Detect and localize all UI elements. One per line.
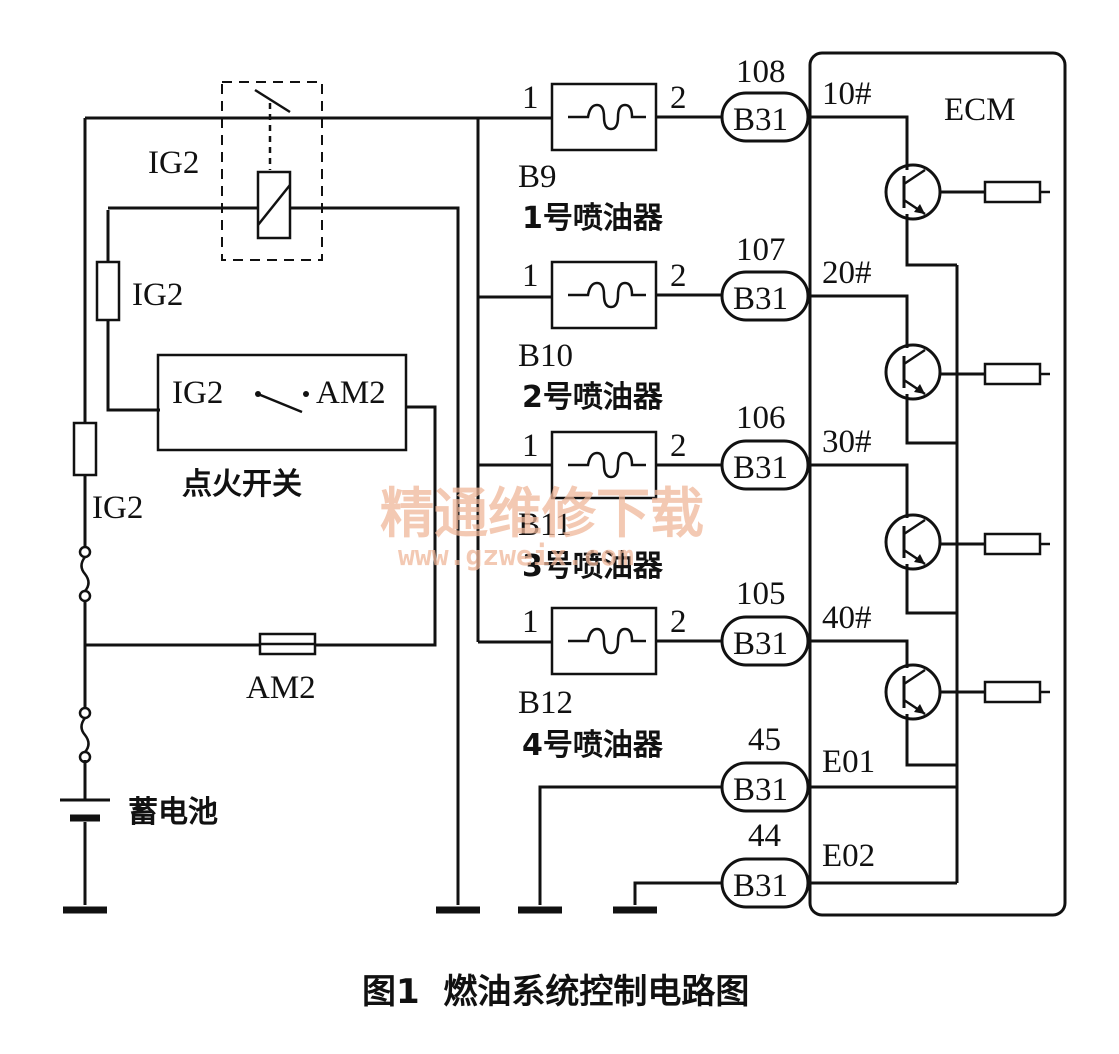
injector-4: 1 2 B12 4号喷油器 [518, 604, 722, 763]
main-fuse-lower [78, 706, 92, 764]
connector-108: B31 108 [720, 54, 810, 143]
connector-term: 105 [736, 576, 786, 612]
driver-transistor-4 [808, 639, 1050, 767]
injector-name: 1号喷油器 [522, 201, 664, 236]
ecm-module: ECM 10# 20# 30# 40# E01 E02 [808, 51, 1067, 917]
connector-44: B31 44 [633, 818, 810, 909]
watermark-text: 精通维修下载 [380, 482, 704, 545]
driver-transistor-3 [808, 463, 1050, 615]
ig2-fuse [95, 260, 121, 322]
connector-label: B31 [733, 102, 788, 138]
injector-code: B12 [518, 685, 573, 721]
ecm-pin-label: 30# [822, 424, 872, 460]
ecm-pin-label: E02 [822, 838, 875, 874]
injector-bus [476, 116, 552, 644]
injector-name: 2号喷油器 [522, 380, 664, 415]
driver-transistor-1 [808, 115, 1050, 267]
pin-out-label: 2 [670, 428, 687, 464]
connector-term: 107 [736, 232, 786, 268]
injector-name: 4号喷油器 [522, 728, 664, 763]
injector-name: 3号喷油器 [522, 549, 664, 584]
injector-code: B9 [518, 159, 557, 195]
ig2-fuse-label: IG2 [132, 277, 183, 313]
connector-label: B31 [733, 281, 788, 317]
battery-symbol [60, 798, 110, 822]
connector-106: B31 106 [720, 400, 810, 491]
connector-label: B31 [733, 450, 788, 486]
main-fuse-upper [78, 545, 92, 603]
pin-in-label: 1 [522, 604, 539, 640]
injector-1: 1 2 B9 1号喷油器 [518, 80, 722, 236]
ecm-pin-label: E01 [822, 744, 875, 780]
ecm-pin-label: 10# [822, 76, 872, 112]
figure-caption: 图1 燃油系统控制电路图 [362, 972, 749, 1012]
ignition-switch-label: 点火开关 [182, 467, 302, 502]
connector-term: 44 [748, 818, 781, 854]
connector-term: 108 [736, 54, 786, 90]
battery-label: 蓄电池 [128, 795, 218, 830]
connector-term: 106 [736, 400, 786, 436]
connector-label: B31 [733, 868, 788, 904]
connector-term: 45 [748, 722, 781, 758]
ecm-pin-label: 20# [822, 255, 872, 291]
pin-in-label: 1 [522, 80, 539, 116]
ecm-label: ECM [944, 92, 1016, 128]
ig2-fusible-link [72, 421, 98, 477]
ignition-switch: IG2 AM2 [156, 353, 408, 452]
pin-in-label: 1 [522, 428, 539, 464]
injector-code: B11 [518, 507, 572, 543]
pin-in-label: 1 [522, 258, 539, 294]
power-supply-section: IG2 蓄电池 AM2 IG2 [60, 81, 480, 914]
ig2-relay-label: IG2 [148, 145, 199, 181]
ecm-pin-label: 40# [822, 600, 872, 636]
injector-2: 1 2 B10 2号喷油器 [518, 258, 722, 415]
switch-am2-label: AM2 [316, 375, 386, 411]
ig2-fusible-label: IG2 [92, 490, 143, 526]
driver-transistor-2 [808, 294, 1050, 445]
pin-out-label: 2 [670, 80, 687, 116]
pin-out-label: 2 [670, 604, 687, 640]
connector-105: B31 105 [720, 576, 810, 667]
switch-ig2-label: IG2 [172, 375, 223, 411]
connector-label: B31 [733, 772, 788, 808]
injector-code: B10 [518, 338, 573, 374]
am2-fuse-label: AM2 [246, 670, 316, 706]
injector-3: 1 2 B11 3号喷油器 [518, 428, 722, 584]
connector-107: B31 107 [720, 232, 810, 322]
connector-label: B31 [733, 626, 788, 662]
ig2-relay [108, 81, 460, 905]
pin-out-label: 2 [670, 258, 687, 294]
watermark-url: www.gzweix.com [398, 539, 634, 572]
